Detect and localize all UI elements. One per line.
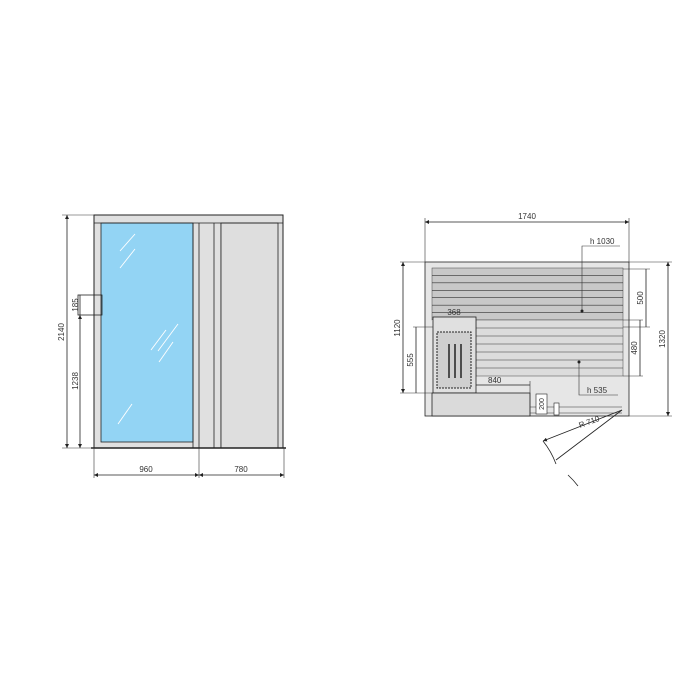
side-panel [220, 222, 279, 449]
label-upper-bench: h 1030 [590, 237, 615, 246]
dim-width: 1740 [518, 212, 536, 221]
dim-door-width: 960 [139, 465, 153, 474]
dim-upper-depth: 500 [636, 291, 645, 305]
dim-heater-width: 368 [447, 308, 461, 317]
dim-bench-length: 840 [488, 376, 502, 385]
glass-door [100, 222, 194, 443]
door-handle-icon [77, 294, 103, 316]
dim-heater-depth: 555 [406, 353, 415, 367]
dim-outer-depth: 1320 [658, 330, 667, 348]
label-lower-bench: h 535 [587, 386, 608, 395]
dim-handle-height: 185 [71, 298, 80, 312]
dim-height: 2140 [57, 323, 66, 341]
dim-step: 200 [539, 398, 546, 410]
glass-reflection-icon [117, 233, 179, 425]
dim-panel-width: 780 [234, 465, 248, 474]
front-view: 2140 185 1238 960 780 [57, 214, 286, 478]
lower-bench [475, 319, 624, 377]
upper-bench [431, 267, 624, 321]
heater-icon [436, 331, 472, 389]
dim-handle-offset: 1238 [71, 372, 80, 390]
floor-bench [431, 392, 531, 417]
plan-view: R 710 1740 h 1030 h 535 500 480 1320 112… [393, 212, 672, 487]
dim-inner-depth: 1120 [393, 319, 402, 337]
door-hinge-icon [553, 402, 560, 416]
dim-lower-depth: 480 [630, 341, 639, 355]
